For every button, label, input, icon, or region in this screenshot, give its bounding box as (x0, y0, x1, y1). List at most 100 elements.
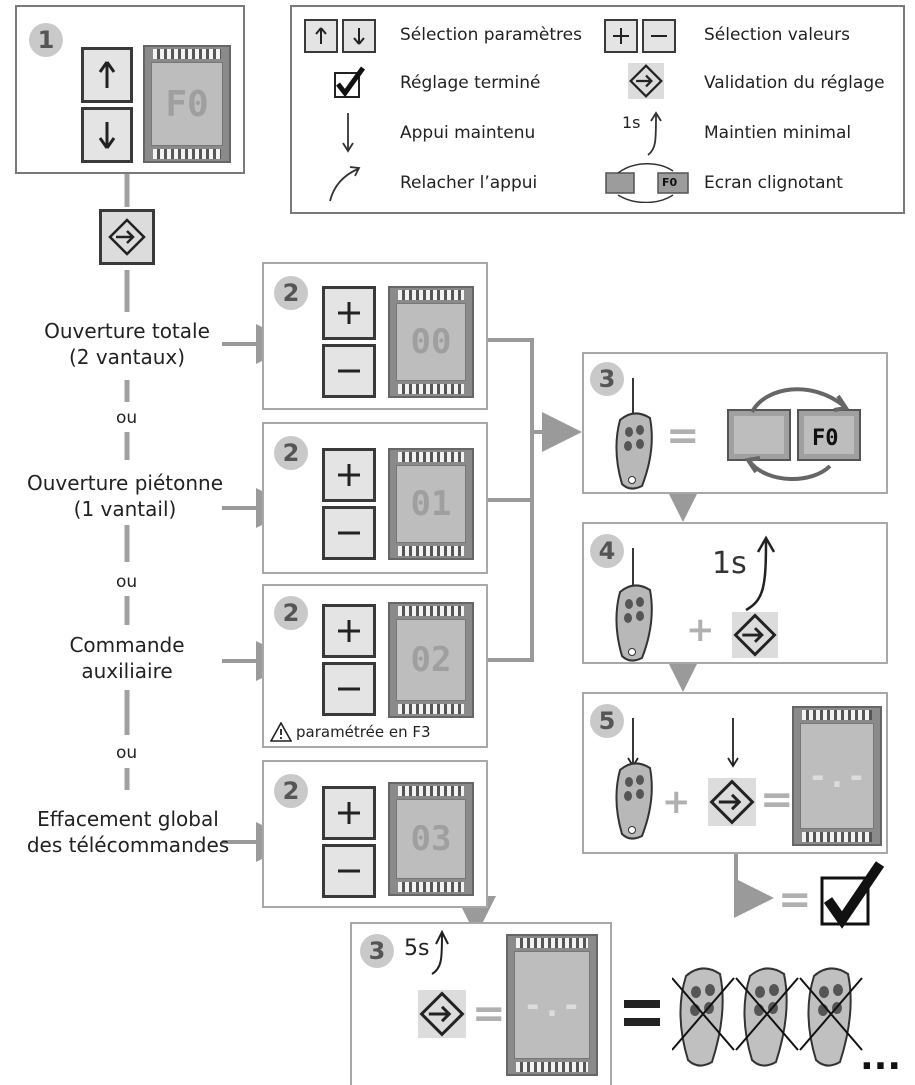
legend-validation-reglage: Validation du réglage (704, 73, 885, 93)
arrow-up-icon (98, 61, 116, 88)
equals-sign: = (666, 413, 700, 459)
validation-icon (732, 612, 778, 658)
equals-sign: = (760, 777, 794, 823)
minus-icon (338, 869, 360, 873)
plus-key[interactable] (322, 286, 376, 340)
option-label-line2: (2 vantaux) (68, 345, 186, 369)
minus-key[interactable] (322, 506, 376, 560)
option-label-line1: Commande (69, 633, 185, 657)
lcd-screen-text: 03 (396, 799, 466, 879)
lcd-screen-text: 01 (396, 465, 466, 543)
minus-key[interactable] (322, 662, 376, 716)
validation-icon (108, 218, 146, 256)
blinking-screen-code: F0 (662, 176, 678, 189)
validation-icon (418, 990, 466, 1038)
step-number: 3 (590, 362, 624, 396)
lcd-display: F0 (143, 45, 231, 163)
legend-appui-maintenu: Appui maintenu (400, 123, 536, 143)
option-label-ouverture-totale: Ouverture totale (2 vantaux) (30, 318, 224, 370)
legend-panel: Sélection paramètres Sélection valeurs R… (290, 5, 905, 214)
lcd-screen-text: 00 (396, 303, 466, 381)
option-label-commande-auxiliaire: Commande auxiliaire (30, 632, 224, 684)
option-label-line1: Effacement global (37, 807, 219, 831)
down-arrow-key[interactable] (81, 107, 133, 163)
step1-panel: 1 F0 (15, 5, 245, 174)
minus-key[interactable] (322, 844, 376, 898)
minus-key[interactable] (322, 344, 376, 398)
lcd-display: -.- (792, 706, 882, 846)
option-label-line2: auxiliaire (81, 659, 173, 683)
release-up-arrow-icon (647, 111, 662, 156)
plus-icon (338, 302, 360, 324)
minus-icon (338, 369, 360, 373)
plus-key[interactable] (322, 604, 376, 658)
arrow-down-icon (353, 28, 365, 45)
minus-icon (651, 35, 667, 37)
checkmark-icon (820, 861, 885, 929)
remotes-erased-icon (672, 967, 863, 1067)
option-label-effacement-global: Effacement global des télécommandes (8, 806, 248, 858)
option-label-line1: Ouverture totale (44, 319, 210, 343)
legend-selection-valeurs: Sélection valeurs (704, 25, 851, 45)
blinking-screen-code: F0 (812, 426, 839, 451)
equals-sign-bold (624, 1000, 660, 1026)
lcd-display: 03 (388, 782, 474, 896)
remote-control-icon (615, 762, 653, 840)
step-number: 2 (274, 276, 308, 310)
option-label-line2: des télécommandes (26, 833, 230, 857)
validation-key[interactable] (99, 209, 155, 265)
bottom-step-panel: 3 5s = -.- (350, 922, 612, 1085)
step-number: 2 (274, 774, 308, 808)
lcd-display: -.- (506, 934, 598, 1076)
equals-sign: = (778, 877, 812, 923)
legend-reglage-termine: Réglage terminé (400, 73, 541, 93)
validation-icon (628, 63, 664, 99)
plus-sign: + (662, 782, 691, 822)
release-up-arrow-icon (745, 535, 776, 612)
equals-sign: = (472, 991, 506, 1037)
minus-key (642, 19, 676, 53)
option-label-ouverture-pietonne: Ouverture piétonne (1 vantail) (5, 470, 245, 522)
plus-icon (338, 464, 360, 486)
plus-icon (613, 28, 629, 44)
arrow-down-icon (98, 122, 116, 149)
blinking-screen-icon (727, 387, 861, 481)
release-up-arrow-icon (431, 930, 449, 975)
arrow-up-icon (315, 27, 327, 44)
minus-icon (338, 531, 360, 535)
option-label-line1: Ouverture piétonne (26, 471, 224, 495)
warning-icon (270, 722, 292, 742)
ellipsis: ... (860, 1037, 902, 1078)
lcd-screen-text: -.- (514, 951, 590, 1059)
lcd-screen-text: -.- (800, 723, 874, 829)
step2-panel-01: 2 01 (262, 422, 488, 574)
hold-arrow-icon (342, 113, 354, 153)
down-arrow-key (342, 19, 376, 53)
checkmark-icon (334, 66, 366, 98)
lcd-screen-text: F0 (151, 62, 223, 146)
step2-panel-02: 2 02 paramétrée en F3 (262, 584, 488, 748)
hold-time-label: 5s (404, 936, 430, 961)
lcd-screen-text: 02 (396, 619, 466, 701)
step4-panel: 4 + 1s (582, 522, 888, 664)
step2-panel-00: 2 00 (262, 262, 488, 410)
plus-key[interactable] (322, 448, 376, 502)
minus-icon (338, 687, 360, 691)
plus-key (604, 19, 638, 53)
remote-control-icon (615, 584, 653, 662)
lcd-display: 01 (388, 448, 474, 560)
legend-relacher-appui: Relacher l’appui (400, 173, 538, 193)
ou-separator: ou (116, 572, 138, 592)
option-label-line2: (1 vantail) (73, 497, 177, 521)
up-arrow-key[interactable] (81, 47, 133, 103)
plus-key[interactable] (322, 786, 376, 840)
step-number: 5 (590, 704, 624, 738)
ou-separator: ou (116, 408, 138, 428)
legend-ecran-clignotant: Ecran clignotant (704, 173, 843, 193)
step-number: 2 (274, 436, 308, 470)
legend-maintien-time: 1s (622, 113, 641, 132)
ou-separator: ou (116, 743, 138, 763)
blinking-screen-icon (605, 163, 689, 203)
step-number: 2 (274, 596, 308, 630)
